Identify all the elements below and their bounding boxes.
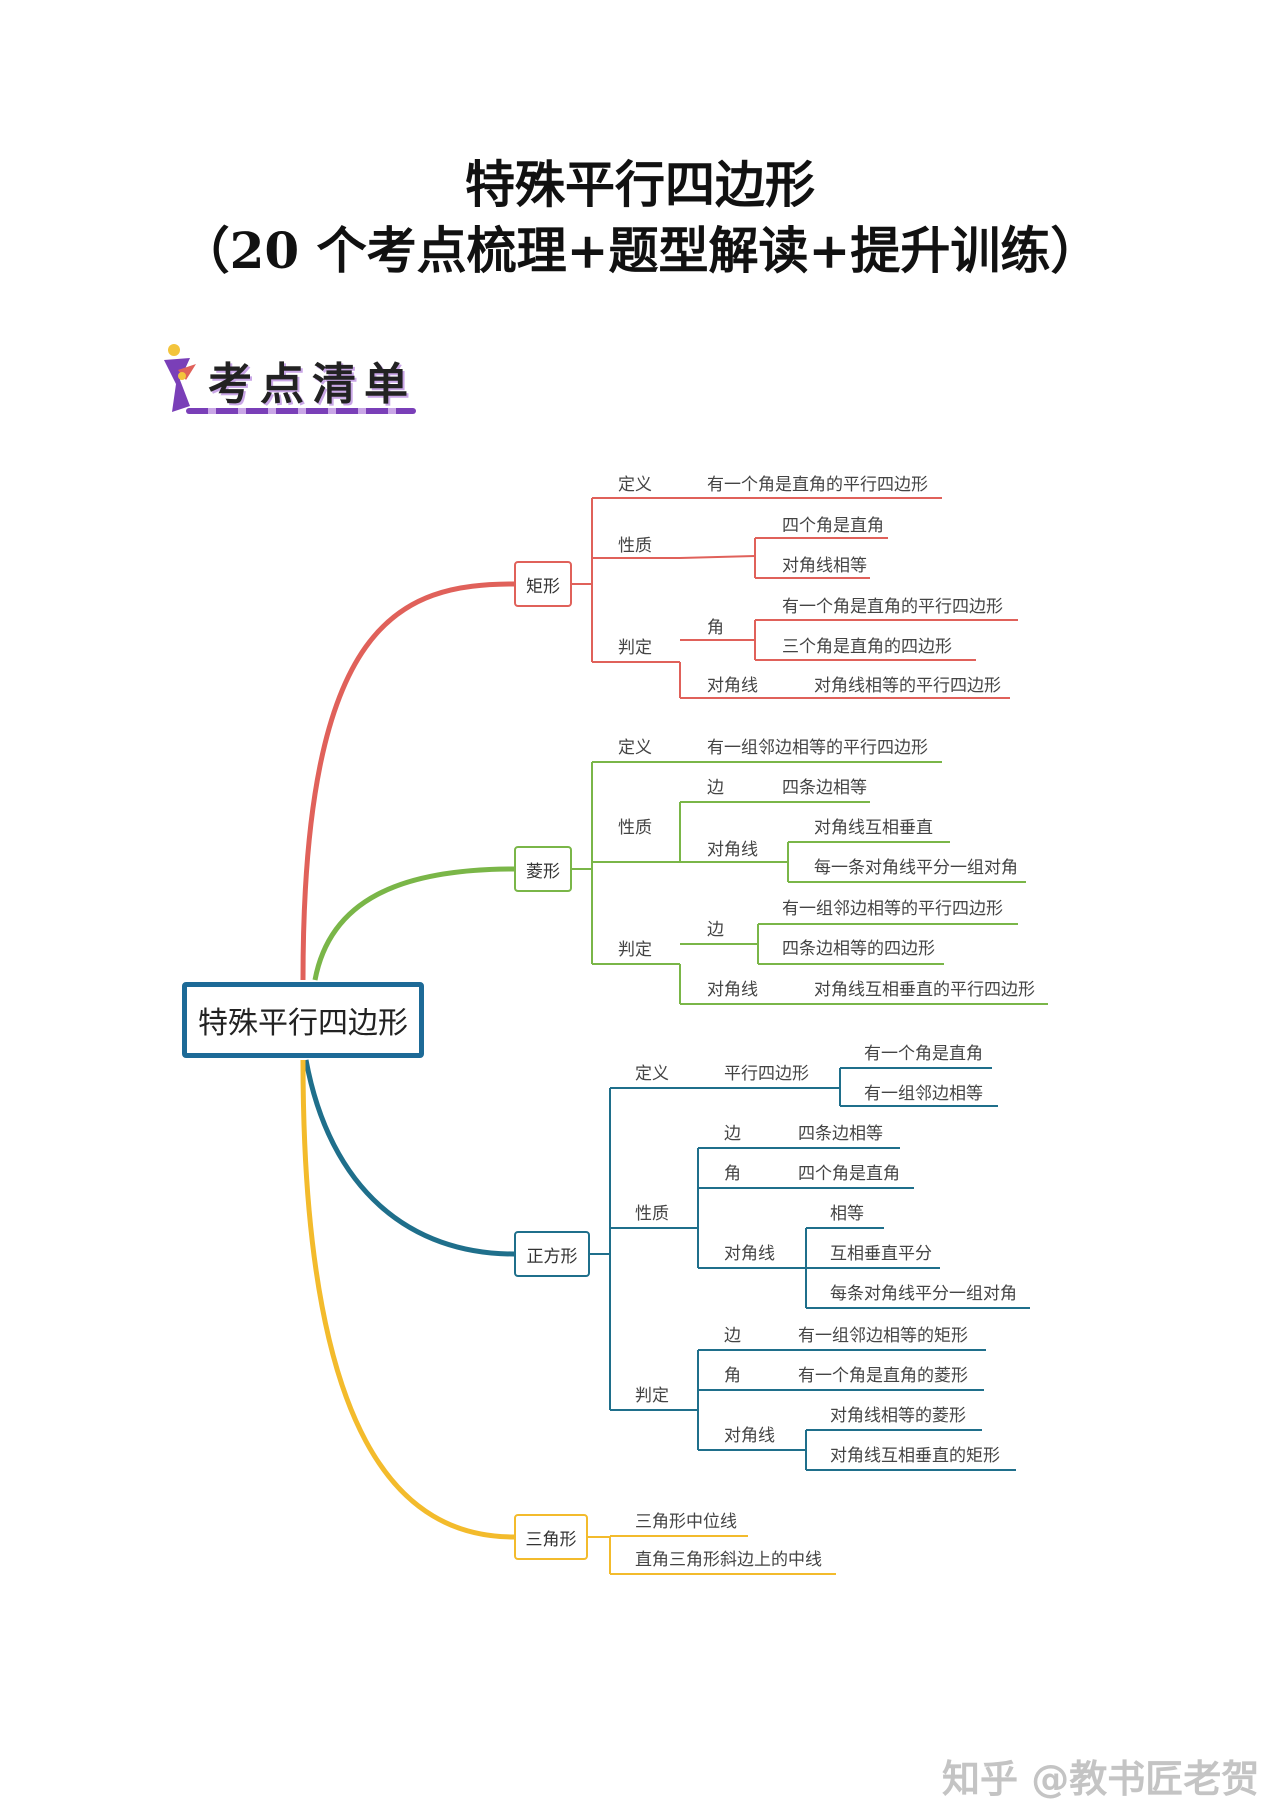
watermark: 知乎 @教书匠老贺 xyxy=(942,1757,1260,1801)
rect-definition: 有一个角是直角的平行四边形 xyxy=(707,475,928,495)
rhombus-criteria-side-2: 四条边相等的四边形 xyxy=(782,939,935,959)
title-line-1: 特殊平行四边形 xyxy=(465,155,815,214)
square-criteria-label: 判定 xyxy=(635,1386,669,1406)
triangle-item-2: 直角三角形斜边上的中线 xyxy=(635,1550,822,1570)
rhombus-properties-label: 性质 xyxy=(618,818,652,838)
rect-criteria-label: 判定 xyxy=(618,638,652,658)
square-criteria-side-label: 边 xyxy=(724,1326,741,1346)
section-badge: 考点清单 xyxy=(152,334,422,430)
square-criteria-diagonal-label: 对角线 xyxy=(724,1426,775,1446)
square-criteria-side: 有一组邻边相等的矩形 xyxy=(798,1326,968,1346)
square-property-side: 四条边相等 xyxy=(798,1124,883,1144)
rhombus-property-diagonal-2: 每一条对角线平分一组对角 xyxy=(814,858,1018,878)
rhombus-criteria-side-1: 有一组邻边相等的平行四边形 xyxy=(782,899,1003,919)
branch-curve-triangle xyxy=(300,1059,515,1540)
square-property-side-label: 边 xyxy=(724,1124,741,1144)
square-property-diagonal-3: 每条对角线平分一组对角 xyxy=(830,1284,1017,1304)
node-rectangle: 矩形 xyxy=(514,561,572,607)
rhombus-criteria-side-label: 边 xyxy=(707,920,724,940)
square-properties-label: 性质 xyxy=(635,1204,669,1224)
rhombus-criteria-diagonal-label: 对角线 xyxy=(707,980,758,1000)
rect-property-1: 四个角是直角 xyxy=(782,516,884,536)
branch-curve-rhombus xyxy=(312,866,515,981)
rect-criteria-angle-label: 角 xyxy=(707,618,724,638)
rhombus-connectors xyxy=(572,761,1048,1005)
triangle-item-1: 三角形中位线 xyxy=(635,1512,737,1532)
rhombus-definition-label: 定义 xyxy=(618,738,652,758)
square-criteria-diagonal-2: 对角线互相垂直的矩形 xyxy=(830,1446,1000,1466)
branch-curve-square xyxy=(303,1059,515,1257)
square-definition-2: 有一组邻边相等 xyxy=(864,1084,983,1104)
rhombus-property-side: 四条边相等 xyxy=(782,778,867,798)
rect-property-2: 对角线相等 xyxy=(782,556,867,576)
node-rhombus: 菱形 xyxy=(514,846,572,892)
square-criteria-angle-label: 角 xyxy=(724,1366,741,1386)
square-property-diagonal-2: 互相垂直平分 xyxy=(830,1244,932,1264)
square-property-diagonal-label: 对角线 xyxy=(724,1244,775,1264)
square-property-angle-label: 角 xyxy=(724,1164,741,1184)
title-line-2: （20 个考点梳理+题型解读+提升训练） xyxy=(179,221,1101,280)
square-criteria-diagonal-1: 对角线相等的菱形 xyxy=(830,1406,966,1426)
rhombus-property-diagonal-label: 对角线 xyxy=(707,840,758,860)
badge-label: 考点清单 xyxy=(208,359,416,410)
rect-properties-label: 性质 xyxy=(618,536,652,556)
square-property-diagonal-1: 相等 xyxy=(830,1204,864,1224)
document-title: 特殊平行四边形 （20 个考点梳理+题型解读+提升训练） xyxy=(0,152,1280,284)
rhombus-criteria-label: 判定 xyxy=(618,940,652,960)
square-property-angle: 四个角是直角 xyxy=(798,1164,900,1184)
rect-definition-label: 定义 xyxy=(618,475,652,495)
rhombus-property-side-label: 边 xyxy=(707,778,724,798)
triangle-connectors xyxy=(588,1535,836,1575)
branch-curve-rect xyxy=(300,581,515,981)
square-definition-1: 有一个角是直角 xyxy=(864,1044,983,1064)
rect-criteria-angle-2: 三个角是直角的四边形 xyxy=(782,637,952,657)
node-triangle: 三角形 xyxy=(514,1514,588,1560)
mindmap-root: 特殊平行四边形 xyxy=(182,982,424,1058)
square-definition-label: 定义 xyxy=(635,1064,669,1084)
rhombus-criteria-diagonal: 对角线互相垂直的平行四边形 xyxy=(814,980,1035,1000)
rect-connectors xyxy=(572,497,1018,699)
rect-criteria-angle-1: 有一个角是直角的平行四边形 xyxy=(782,597,1003,617)
rect-criteria-diagonal: 对角线相等的平行四边形 xyxy=(814,676,1001,696)
rect-criteria-diagonal-label: 对角线 xyxy=(707,676,758,696)
badge-underline xyxy=(186,408,416,414)
wizard-icon xyxy=(164,344,196,412)
node-square: 正方形 xyxy=(514,1231,590,1277)
square-connectors xyxy=(590,1067,1030,1471)
square-criteria-angle: 有一个角是直角的菱形 xyxy=(798,1366,968,1386)
rhombus-property-diagonal-1: 对角线互相垂直 xyxy=(814,818,933,838)
square-definition-sub: 平行四边形 xyxy=(724,1064,809,1084)
rhombus-definition: 有一组邻边相等的平行四边形 xyxy=(707,738,928,758)
